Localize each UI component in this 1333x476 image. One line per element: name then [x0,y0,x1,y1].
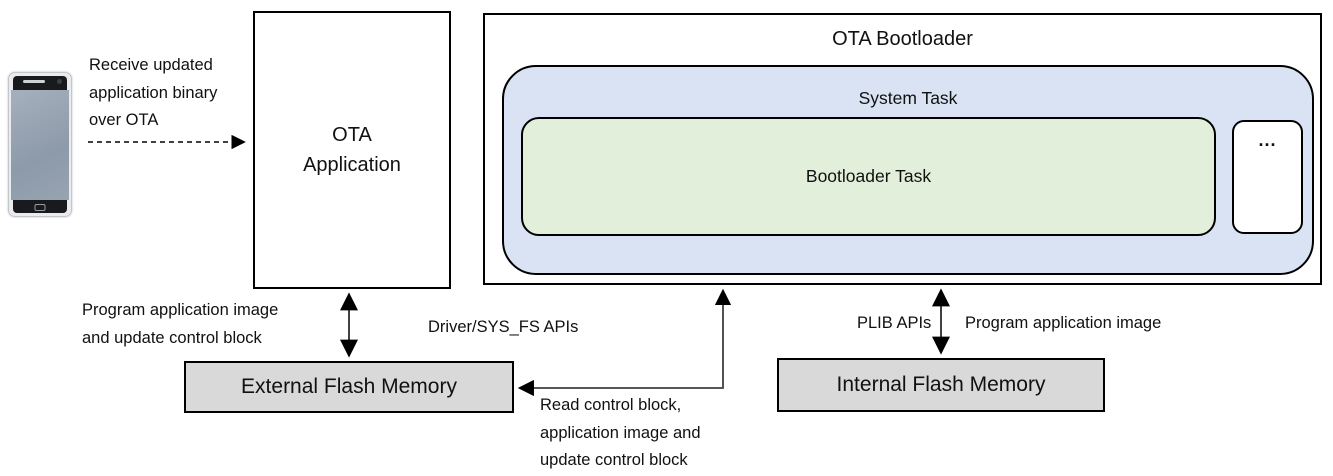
bootloader-task-label: Bootloader Task [805,166,932,186]
receive-ota-label: Receive updated application binary over … [89,56,218,129]
phone-screen [11,90,69,200]
plib-apis-label: PLIB APIs [857,314,932,332]
external-flash-memory-label: External Flash Memory [241,375,457,398]
bootloader-task-box: Bootloader Task [521,117,1216,236]
program-internal-flash-label: Program application image [965,314,1162,332]
smartphone-icon [8,72,72,217]
other-tasks-box: ... [1232,120,1303,234]
phone-camera-dot [57,79,62,84]
ota-application-label: OTA Application [303,124,401,176]
program-external-flash-label: Program application image and update con… [82,301,279,347]
system-task-box: System Task Bootloader Task ... [502,65,1314,275]
ota-application-box: OTA Application [253,11,451,289]
phone-home-button [34,204,46,211]
driver-sysfs-apis-label: Driver/SYS_FS APIs [428,318,579,336]
ota-bootloader-box: OTA Bootloader System Task Bootloader Ta… [483,13,1322,285]
read-control-block-label: Read control block, application image an… [540,396,701,469]
ota-bootloader-title: OTA Bootloader [832,28,973,50]
external-flash-memory-box: External Flash Memory [184,361,514,413]
system-task-label: System Task [858,88,958,108]
phone-speaker [23,80,45,83]
internal-flash-memory-box: Internal Flash Memory [777,358,1105,412]
internal-flash-memory-label: Internal Flash Memory [836,373,1046,396]
ellipsis-label: ... [1258,130,1277,150]
